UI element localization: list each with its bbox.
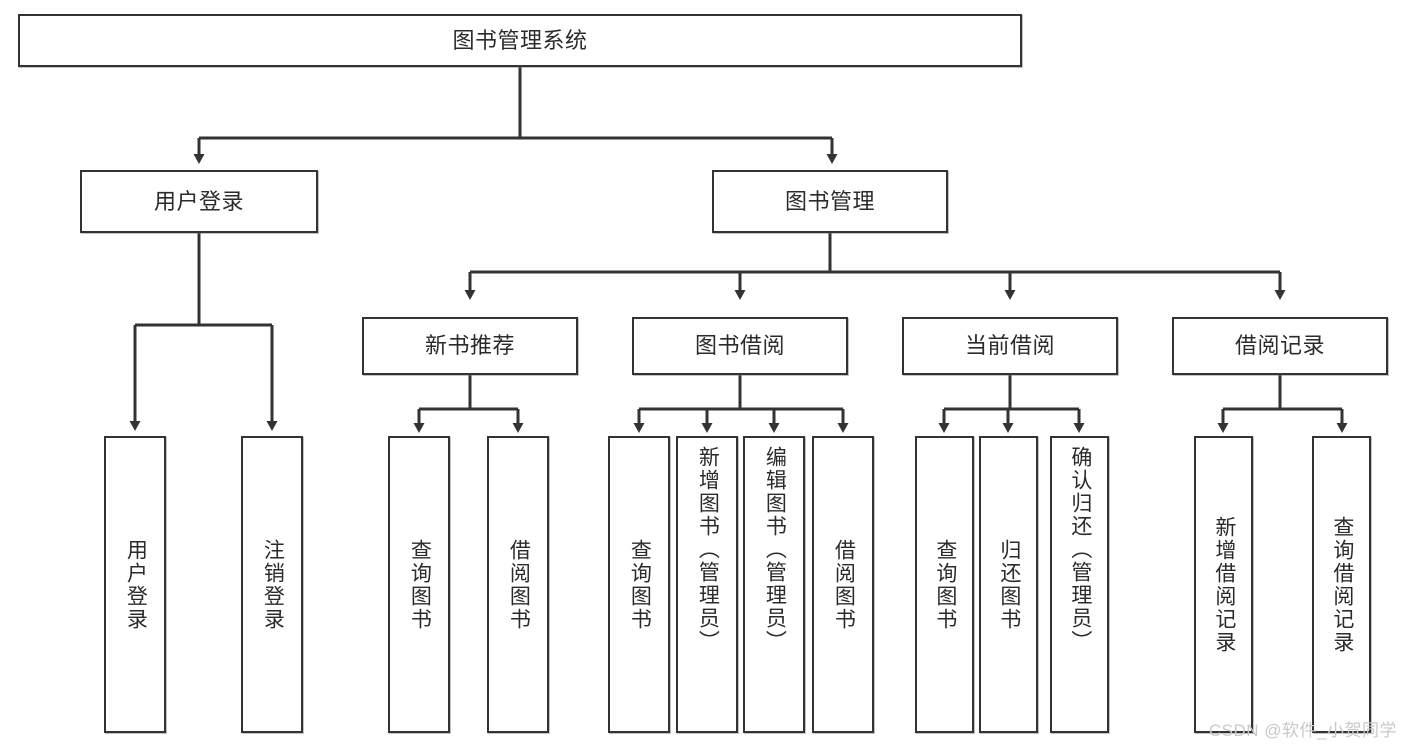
node-label: 查询图书	[408, 538, 432, 631]
node-label: 图书借阅	[694, 333, 785, 359]
node-book-borrow[interactable]: 图书借阅	[632, 317, 848, 375]
node-label: 注销登录	[261, 538, 285, 631]
node-leaf-edit-book-admin[interactable]: 编辑图书（管理员）	[743, 436, 805, 733]
node-leaf-borrow-book-new[interactable]: 借阅图书	[487, 436, 549, 733]
node-label: 当前借阅	[964, 333, 1055, 359]
node-leaf-logout[interactable]: 注销登录	[241, 436, 303, 733]
node-label: 新书推荐	[424, 333, 515, 359]
node-new-book-recommend[interactable]: 新书推荐	[362, 317, 578, 375]
node-leaf-query-book-new[interactable]: 查询图书	[388, 436, 450, 733]
node-label: 新增图书（管理员）	[696, 446, 720, 653]
node-root-system[interactable]: 图书管理系统	[18, 14, 1022, 67]
node-label: 借阅图书	[507, 538, 531, 631]
node-label: 编辑图书（管理员）	[763, 446, 787, 653]
node-leaf-user-login[interactable]: 用户登录	[104, 436, 166, 733]
node-label: 查询图书	[933, 538, 957, 631]
node-leaf-query-book-current[interactable]: 查询图书	[915, 436, 974, 733]
node-leaf-query-borrow-record[interactable]: 查询借阅记录	[1312, 436, 1371, 733]
node-label: 用户登录	[124, 538, 148, 631]
node-user-login[interactable]: 用户登录	[80, 170, 318, 233]
node-label: 借阅记录	[1234, 333, 1325, 359]
node-leaf-borrow-book[interactable]: 借阅图书	[812, 436, 874, 733]
node-label: 图书管理	[784, 188, 875, 214]
node-label: 图书管理系统	[452, 27, 588, 53]
node-label: 确认归还（管理员）	[1068, 446, 1092, 653]
node-label: 查询图书	[628, 538, 652, 631]
node-label: 查询借阅记录	[1330, 515, 1354, 654]
node-label: 归还图书	[997, 538, 1021, 631]
node-label: 用户登录	[153, 188, 244, 214]
node-leaf-confirm-return-admin[interactable]: 确认归还（管理员）	[1050, 436, 1109, 733]
node-current-borrow[interactable]: 当前借阅	[902, 317, 1118, 375]
node-leaf-add-book-admin[interactable]: 新增图书（管理员）	[676, 436, 738, 733]
node-leaf-return-book[interactable]: 归还图书	[979, 436, 1038, 733]
node-label: 新增借阅记录	[1212, 515, 1236, 654]
node-leaf-add-borrow-record[interactable]: 新增借阅记录	[1194, 436, 1253, 733]
node-leaf-query-book[interactable]: 查询图书	[608, 436, 670, 733]
node-label: 借阅图书	[832, 538, 856, 631]
node-book-management[interactable]: 图书管理	[712, 170, 948, 233]
node-borrow-records[interactable]: 借阅记录	[1172, 317, 1388, 375]
